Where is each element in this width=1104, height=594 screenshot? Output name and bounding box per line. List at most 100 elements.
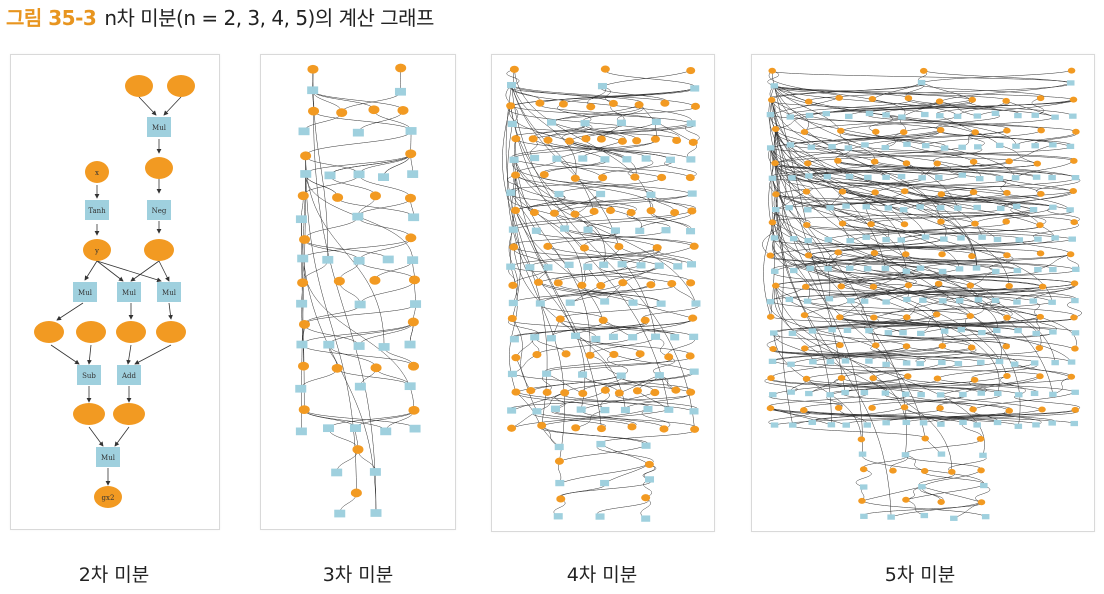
function-node: [809, 359, 817, 365]
graph-edge: [903, 193, 942, 211]
graph-edge: [554, 392, 566, 410]
node-label-x: x: [95, 169, 99, 177]
graph-edge: [809, 254, 1071, 269]
function-node: [608, 333, 618, 341]
function-node: [845, 113, 853, 120]
graph-edge: [513, 159, 697, 304]
graph-panel-3rd: [260, 54, 456, 530]
function-node: [353, 256, 365, 265]
variable-node: [331, 363, 343, 373]
function-node: [881, 265, 890, 271]
graph-edge: [775, 177, 923, 195]
variable-node: [632, 387, 642, 395]
graph-edge: [771, 99, 886, 269]
variable-node: [506, 102, 516, 110]
variable-node: [1070, 280, 1079, 287]
graph-edge: [556, 141, 623, 159]
graph-edge: [684, 123, 700, 143]
variable-node: [686, 66, 696, 75]
graph-edge: [764, 377, 798, 393]
function-node: [1030, 360, 1039, 366]
variable-node: [535, 99, 545, 107]
graph-edge: [772, 178, 960, 269]
graph-edge: [803, 409, 1037, 426]
variable-node: [397, 106, 409, 115]
variable-node: [1002, 343, 1010, 350]
function-node: [882, 174, 890, 180]
function-node: [887, 514, 895, 520]
graph-edge: [770, 114, 907, 255]
graph-edge: [513, 317, 694, 340]
function-node: [616, 119, 626, 126]
function-node: [859, 484, 868, 490]
graph-edge: [905, 393, 1010, 411]
variable-node: [555, 315, 565, 323]
function-node: [786, 114, 795, 120]
function-node: [995, 358, 1004, 365]
graph-edge: [770, 316, 1019, 331]
variable-node: [556, 495, 566, 503]
function-node: [899, 207, 908, 213]
function-node: [673, 263, 683, 270]
graph-edge: [806, 240, 1043, 254]
graph-edge: [908, 97, 1074, 117]
function-node: [920, 512, 929, 519]
graph-edge: [515, 391, 560, 448]
graph-edge: [515, 210, 576, 336]
function-node: [974, 144, 982, 150]
function-node: [903, 296, 911, 303]
graph-edge: [826, 101, 940, 114]
graph-edge: [771, 70, 1072, 84]
graph-edge: [872, 377, 982, 394]
graph-edge: [905, 454, 925, 472]
variable-node: [405, 233, 417, 243]
function-node: [975, 176, 984, 182]
variable-node: [804, 98, 813, 105]
variable-node: [1066, 251, 1075, 258]
function-node: [1014, 392, 1023, 398]
graph-edge: [806, 378, 999, 394]
function-node: [841, 358, 850, 364]
graph-edge: [938, 283, 1053, 303]
variable-node: [670, 208, 680, 217]
variable-node: [902, 160, 911, 167]
graph-edge: [513, 246, 626, 411]
variable-node: [769, 345, 777, 352]
function-node: [547, 119, 557, 126]
function-node: [578, 155, 588, 162]
variable-node: [859, 466, 868, 473]
function-node: [918, 484, 926, 490]
function-node: [825, 296, 834, 302]
variable-node: [614, 389, 624, 397]
function-node: [543, 264, 553, 271]
variable-node: [1036, 250, 1045, 257]
graph-edge: [763, 147, 779, 317]
variable-node: [598, 174, 608, 182]
graph-edge: [872, 82, 922, 100]
function-node: [508, 299, 518, 307]
variable-node: [596, 135, 606, 143]
graph-edge: [772, 361, 908, 377]
graph-edge: [904, 190, 1071, 211]
variable-node: [933, 160, 942, 167]
graph-edge: [806, 361, 1000, 379]
caption-5th: 5차 미분: [884, 564, 956, 586]
graph-edge: [939, 82, 1071, 102]
function-node: [407, 170, 419, 178]
graph-edge: [977, 99, 1074, 117]
graph-panel-5th: [751, 54, 1095, 532]
variable-node: [867, 221, 875, 228]
graph-edge: [868, 99, 1075, 114]
variable-node: [689, 242, 699, 250]
variable-node: [350, 488, 362, 498]
variable-node: [902, 251, 910, 258]
variable-node: [690, 102, 700, 110]
variable-node: [598, 316, 608, 324]
graph-edge: [921, 470, 982, 487]
variable-node: [968, 253, 976, 260]
function-node: [937, 421, 945, 427]
variable-node: [632, 137, 642, 145]
graph-edge: [1015, 160, 1075, 178]
caption-3rd: 3차 미분: [322, 564, 394, 586]
function-node: [919, 297, 927, 303]
